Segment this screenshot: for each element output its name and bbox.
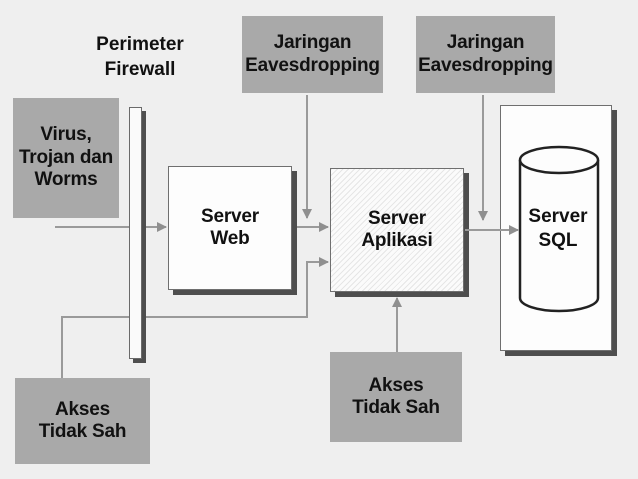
threat-virus-box: Virus, Trojan dan Worms (13, 98, 119, 218)
database-cylinder-icon (518, 145, 600, 313)
firewall-title-line1: Perimeter (96, 34, 184, 55)
server-sql-line2: SQL (538, 229, 578, 251)
perimeter-firewall (129, 107, 142, 359)
threat-eaves2-line2: Eavesdropping (418, 54, 553, 76)
connector-akses-left-route (61, 257, 329, 378)
threat-eaves2-line1: Jaringan (446, 32, 525, 54)
server-web-line2: Web (210, 228, 250, 249)
threat-akses-left-line1: Akses (55, 398, 110, 420)
threat-virus-line3: Worms (34, 169, 98, 191)
threat-akses-left-box: Akses Tidak Sah (15, 378, 150, 464)
threat-eaves1-line2: Eavesdropping (245, 54, 380, 76)
server-web-line1: Server (201, 205, 259, 227)
server-web-box: Server Web (168, 166, 292, 290)
server-sql-line1: Server (528, 206, 588, 227)
server-app-line1: Server (368, 207, 426, 229)
server-sql-label: Server SQL (514, 205, 602, 253)
threat-eaves1-box: Jaringan Eavesdropping (242, 16, 383, 93)
threat-akses-bottom-box: Akses Tidak Sah (330, 352, 462, 442)
server-app-line2: Aplikasi (361, 230, 433, 251)
threat-akses-bottom-line2: Tidak Sah (352, 397, 440, 418)
threat-virus-line1: Virus, (40, 124, 92, 146)
firewall-title: Perimeter Firewall (90, 33, 190, 82)
server-app-box: Server Aplikasi (330, 168, 464, 292)
threat-eaves2-box: Jaringan Eavesdropping (416, 16, 555, 93)
threat-virus-line2: Trojan dan (18, 146, 114, 168)
threat-akses-left-line2: Tidak Sah (38, 421, 127, 442)
threat-akses-bottom-line1: Akses (368, 374, 424, 396)
threat-eaves1-line1: Jaringan (273, 32, 352, 54)
firewall-title-line2: Firewall (104, 58, 176, 80)
